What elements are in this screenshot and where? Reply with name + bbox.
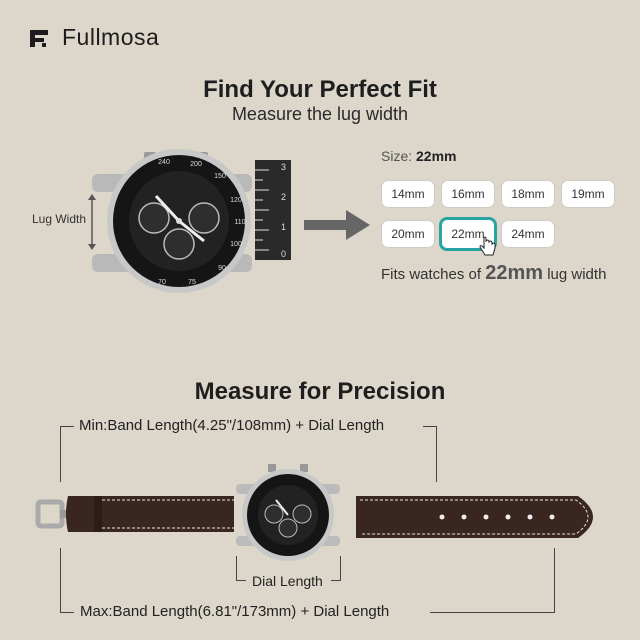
fullmosa-logo-icon — [30, 29, 48, 47]
fit-title: Find Your Perfect Fit — [203, 76, 437, 103]
size-option-24mm[interactable]: 24mm — [501, 220, 555, 248]
size-option-20mm[interactable]: 20mm — [381, 220, 435, 248]
precision-title: Measure for Precision — [194, 378, 446, 405]
watch-illustration: 240 200 150 120 110 100 90 75 70 — [92, 149, 252, 293]
dial-length-label: Dial Length — [252, 573, 323, 589]
strap-buckle-side — [35, 496, 234, 532]
fit-size-highlight: 22mm — [485, 262, 544, 284]
min-length-label: Min:Band Length(4.25"/108mm) + Dial Leng… — [79, 417, 385, 434]
size-option-14mm[interactable]: 14mm — [381, 180, 435, 208]
bezel-number: 120 — [230, 197, 242, 204]
small-watch-illustration — [236, 464, 340, 561]
hand-cursor-icon — [479, 236, 496, 256]
lug-width-arrow-icon — [88, 194, 96, 250]
size-option-19mm[interactable]: 19mm — [561, 180, 615, 208]
bezel-number: 200 — [190, 161, 202, 168]
bezel-number: 70 — [158, 279, 166, 286]
bezel-number: 100 — [230, 241, 242, 248]
bezel-number: 150 — [214, 173, 226, 180]
fit-description: Fits watches of 22mm lug width — [381, 262, 607, 284]
ruler-number: 0 — [281, 249, 286, 259]
lug-width-label: Lug Width — [32, 212, 87, 226]
size-value: 22mm — [416, 148, 457, 164]
ruler-icon: 3 2 1 0 — [255, 160, 291, 260]
brand-name: Fullmosa — [62, 24, 160, 50]
max-length-label: Max:Band Length(6.81"/173mm) + Dial Leng… — [80, 603, 390, 620]
bezel-number: 110 — [234, 219, 245, 226]
ruler-number: 1 — [281, 222, 286, 232]
size-option-16mm[interactable]: 16mm — [441, 180, 495, 208]
size-option-18mm[interactable]: 18mm — [501, 180, 555, 208]
ruler-number: 2 — [281, 192, 286, 202]
bezel-number: 75 — [188, 279, 196, 286]
strap-tip-side — [356, 496, 593, 538]
arrow-right-icon — [304, 210, 370, 240]
fit-subtitle: Measure the lug width — [231, 104, 409, 124]
brand-logo: Fullmosa — [28, 24, 159, 51]
size-label: Size: 22mm — [381, 148, 457, 164]
bezel-number: 240 — [158, 159, 170, 166]
ruler-number: 3 — [281, 162, 286, 172]
bezel-number: 90 — [218, 265, 226, 272]
